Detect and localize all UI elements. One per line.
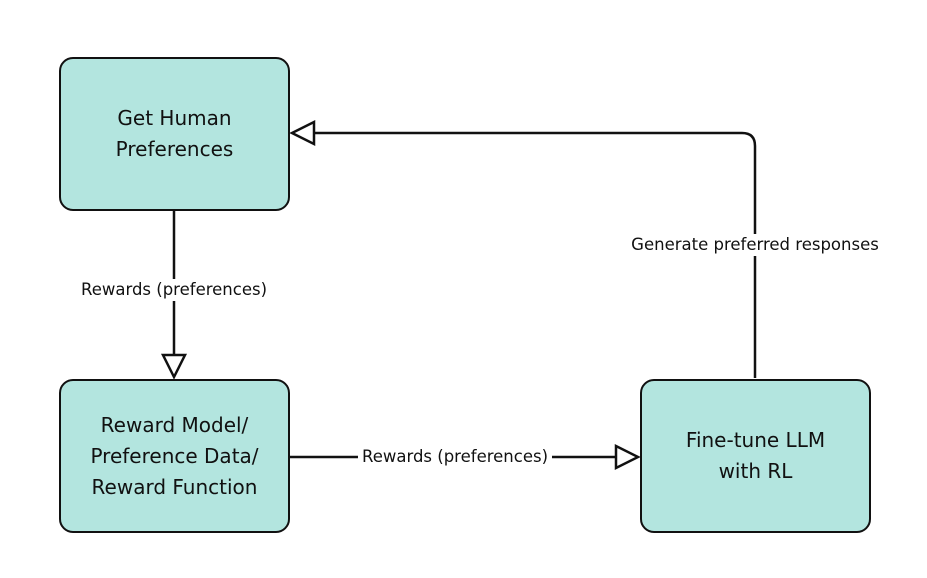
- edge-finetune-to-human: [289, 119, 757, 378]
- edge-label-reward-to-finetune: Rewards (preferences): [357, 446, 553, 468]
- node-reward-model: Reward Model/ Preference Data/ Reward Fu…: [59, 379, 290, 533]
- edge-finetune-to-human-line: [314, 131, 757, 378]
- edge-reward-to-finetune-arrowhead: [614, 443, 641, 471]
- node-get-human-preferences: Get Human Preferences: [59, 57, 290, 211]
- node-label-line: Get Human: [117, 106, 232, 130]
- edge-label-finetune-to-human: Generate preferred responses: [627, 234, 883, 256]
- node-label-line: with RL: [718, 459, 793, 483]
- node-label-line: Reward Model/: [100, 412, 249, 437]
- edge-finetune-to-human-arrowhead: [289, 119, 316, 147]
- node-label-line: Reward Function: [91, 474, 258, 499]
- node-fine-tune-llm: Fine-tune LLM with RL: [640, 379, 871, 533]
- node-label-line: Fine-tune LLM: [685, 428, 826, 452]
- node-label-line: Preferences: [115, 137, 234, 161]
- edge-label-human-to-reward: Rewards (preferences): [76, 279, 272, 301]
- edge-human-to-reward-arrowhead: [160, 353, 188, 380]
- node-label-line: Preference Data/: [90, 443, 259, 468]
